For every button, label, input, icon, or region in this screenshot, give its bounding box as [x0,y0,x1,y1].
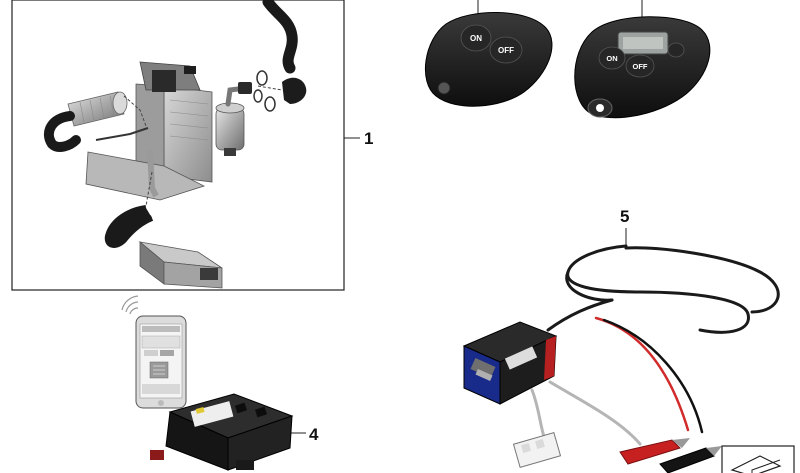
fob-right-on-button[interactable] [598,46,626,70]
hose-elbow-right [282,77,307,104]
callout-number-1: 1 [364,129,374,148]
fob-right-on-label: ON [606,54,617,63]
exhaust-silencer [43,91,128,152]
wifi-signal-icon [121,295,139,315]
remote-fob-right [574,16,711,119]
fob-right-off-label: OFF [633,62,648,71]
coolant-hose [262,0,298,74]
intake-hose [104,205,154,248]
fob-right-off-button[interactable] [625,54,655,78]
water-pump [215,82,252,156]
white-plug-connector [512,432,562,468]
hose-clamps [253,70,276,112]
intake-connector [147,149,159,198]
telestart-module [150,393,294,471]
fob-left-on-button[interactable] [460,24,492,52]
callout-number-4: 4 [309,425,319,444]
diagnostic-cable [546,244,780,334]
heater-unit [135,61,213,183]
callout-number-5: 5 [620,207,630,226]
adapter-wires [530,316,704,450]
control-box [138,241,223,289]
fob-left-on-label: ON [470,34,482,43]
smartphone [135,315,187,409]
remote-fob-left [424,11,553,107]
fob-left-off-label: OFF [498,46,514,55]
part-symbol-box [721,445,795,473]
fuel-line [95,127,149,141]
red-alligator-clip [619,438,690,465]
diagnostic-adapter [462,321,558,405]
fob-left-off-button[interactable] [489,36,523,64]
kit-frame [11,0,345,291]
black-alligator-clip [659,446,722,473]
